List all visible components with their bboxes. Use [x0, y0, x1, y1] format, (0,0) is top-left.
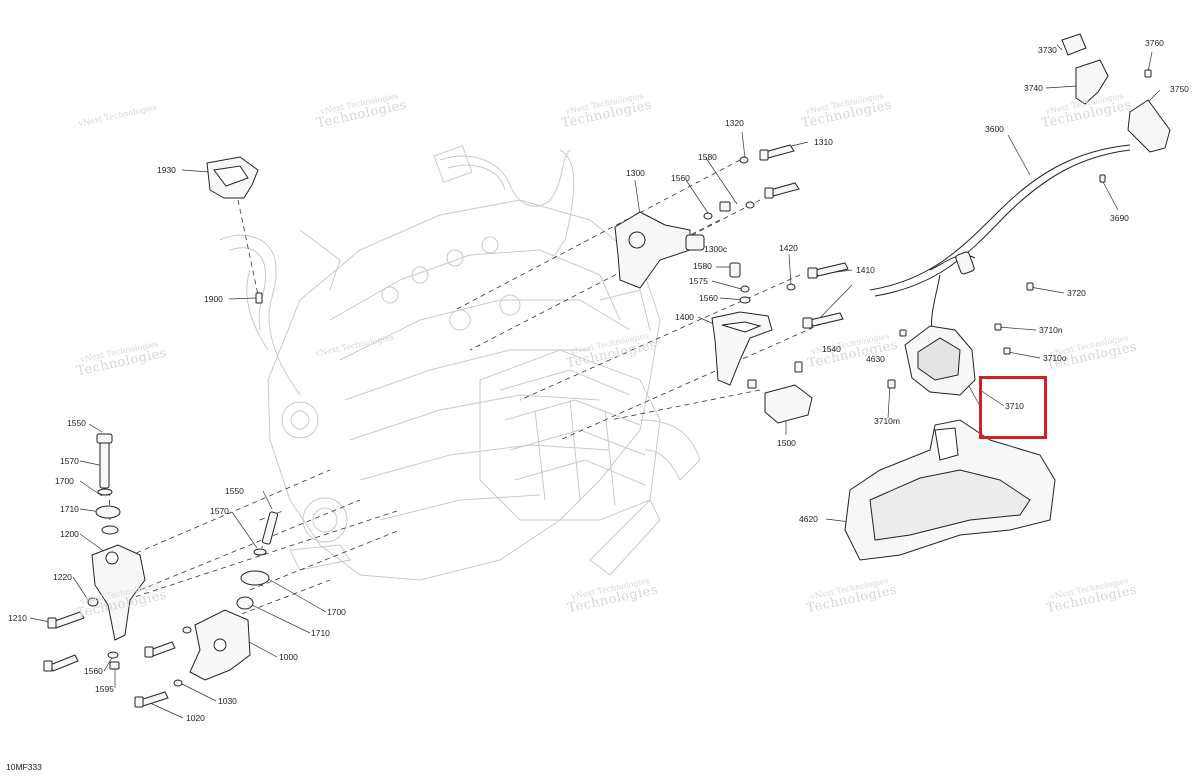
- callout-1540[interactable]: 1540: [822, 344, 841, 354]
- callout-1410[interactable]: 1410: [856, 265, 875, 275]
- callout-3710n[interactable]: 3710n: [1039, 325, 1063, 335]
- callout-1575[interactable]: 1575: [689, 276, 708, 286]
- callout-3740[interactable]: 3740: [1024, 83, 1043, 93]
- callout-1550[interactable]: 1550: [67, 418, 86, 428]
- callout-1400[interactable]: 1400: [675, 312, 694, 322]
- callout-3710m[interactable]: 3710m: [874, 416, 900, 426]
- callout-1020[interactable]: 1020: [186, 713, 205, 723]
- callout-1300[interactable]: 1300: [626, 168, 645, 178]
- callout-1580[interactable]: 1580: [693, 261, 712, 271]
- callout-3730[interactable]: 3730: [1038, 45, 1057, 55]
- callout-3690[interactable]: 3690: [1110, 213, 1129, 223]
- engine-block-drawing: [219, 145, 701, 581]
- callout-1310[interactable]: 1310: [814, 137, 833, 147]
- alignment-dashed-lines: [107, 159, 831, 631]
- callout-1560[interactable]: 1560: [671, 173, 690, 183]
- callout-1500[interactable]: 1500: [777, 438, 796, 448]
- callout-1200[interactable]: 1200: [60, 529, 79, 539]
- highlight-box-3710: [979, 376, 1047, 439]
- callout-3710o[interactable]: 3710o: [1043, 353, 1067, 363]
- callout-4620[interactable]: 4620: [799, 514, 818, 524]
- callout-4630[interactable]: 4630: [866, 354, 885, 364]
- callout-1710[interactable]: 1710: [60, 504, 79, 514]
- callout-1700[interactable]: 1700: [327, 607, 346, 617]
- callout-3710[interactable]: 3710: [1005, 401, 1024, 411]
- callout-1900[interactable]: 1900: [204, 294, 223, 304]
- callout-3760[interactable]: 3760: [1145, 38, 1164, 48]
- callout-1560[interactable]: 1560: [699, 293, 718, 303]
- leader-lines: [29, 44, 1161, 719]
- callout-1210[interactable]: 1210: [8, 613, 27, 623]
- callout-1420[interactable]: 1420: [779, 243, 798, 253]
- callout-1595[interactable]: 1595: [95, 684, 114, 694]
- callout-1220[interactable]: 1220: [53, 572, 72, 582]
- callout-1030[interactable]: 1030: [218, 696, 237, 706]
- callout-1580[interactable]: 1580: [698, 152, 717, 162]
- callout-1560[interactable]: 1560: [84, 666, 103, 676]
- callout-1300c[interactable]: 1300c: [704, 244, 728, 254]
- callout-3750[interactable]: 3750: [1170, 84, 1189, 94]
- figure-id: 10MF333: [6, 762, 42, 772]
- callout-1710[interactable]: 1710: [311, 628, 330, 638]
- callout-3720[interactable]: 3720: [1067, 288, 1086, 298]
- callout-1570[interactable]: 1570: [210, 506, 229, 516]
- callout-3600[interactable]: 3600: [985, 124, 1004, 134]
- parts-drawing: [43, 33, 1171, 708]
- callout-1700[interactable]: 1700: [55, 476, 74, 486]
- callout-1000[interactable]: 1000: [279, 652, 298, 662]
- callout-1550[interactable]: 1550: [225, 486, 244, 496]
- callout-1570[interactable]: 1570: [60, 456, 79, 466]
- callout-1320[interactable]: 1320: [725, 118, 744, 128]
- callout-1930[interactable]: 1930: [157, 165, 176, 175]
